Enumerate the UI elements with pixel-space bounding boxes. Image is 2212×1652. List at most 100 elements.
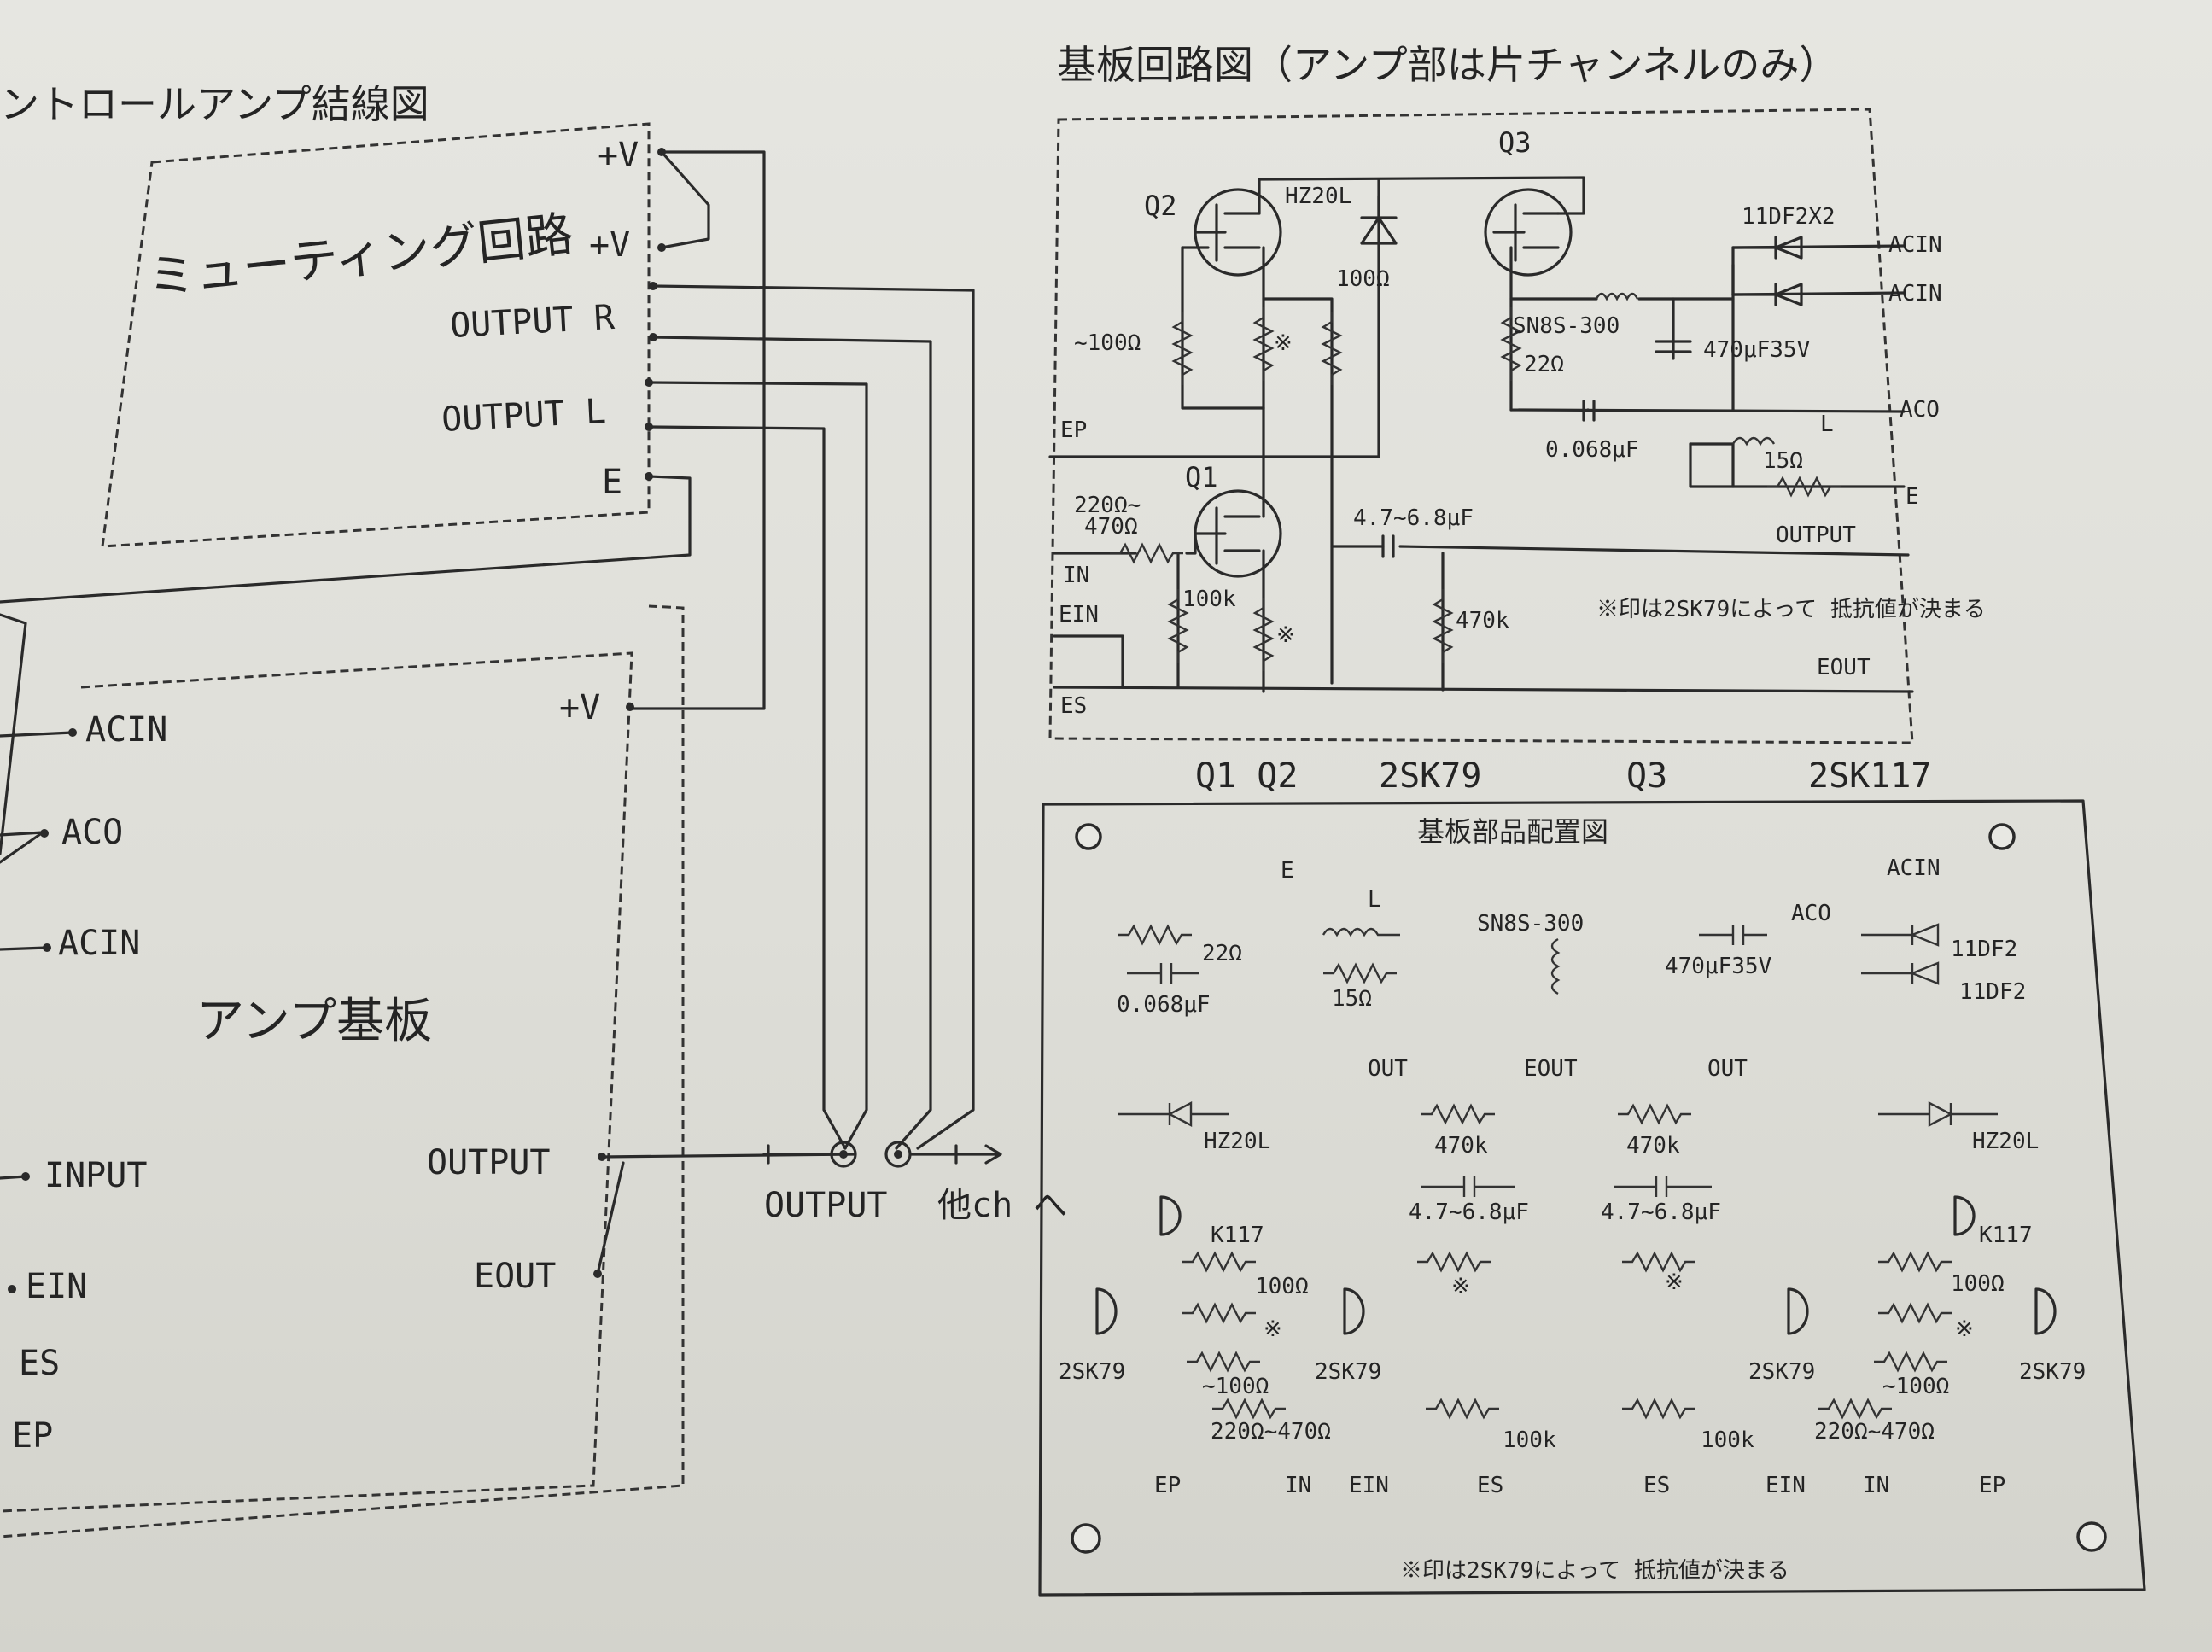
c-in: IN bbox=[1063, 563, 1089, 588]
layout-frame bbox=[1038, 799, 2146, 1597]
l-choke: SN8S-300 bbox=[1477, 911, 1584, 937]
c-r100k: 100k bbox=[1182, 587, 1236, 612]
wiring-e: E bbox=[602, 463, 622, 502]
l-note: ※印は2SK79によって 抵抗値が決まる bbox=[1400, 1558, 1789, 1584]
c-l: L bbox=[1820, 412, 1834, 437]
c-cap470: 470μF35V bbox=[1703, 337, 1810, 363]
l-ep-l: EP bbox=[1154, 1473, 1181, 1498]
parts-q3: Q3 bbox=[1626, 756, 1667, 796]
c-diode: 11DF2X2 bbox=[1742, 204, 1836, 230]
layout-board: 基板部品配置図 E 22Ω 0.068μF L 15Ω SN8S-300 470… bbox=[1038, 799, 2146, 1597]
l-cap-r: 4.7~6.8μF bbox=[1601, 1200, 1721, 1225]
l-r100b-l: ~100Ω bbox=[1202, 1374, 1269, 1399]
wiring-acin-2: ACIN bbox=[58, 924, 140, 963]
wiring-eout: EOUT bbox=[474, 1257, 556, 1296]
l-l: L bbox=[1368, 887, 1381, 913]
circuit-diagram: Q2 Q3 Q1 bbox=[1048, 108, 1986, 744]
wiring-title: ントロールアンプ結線図 bbox=[0, 81, 429, 127]
l-r100-r: 100Ω bbox=[1951, 1271, 2005, 1297]
q3-label: Q3 bbox=[1498, 126, 1532, 159]
c-ast-1: ※ bbox=[1274, 330, 1293, 356]
c-acin-2: ACIN bbox=[1888, 281, 1942, 306]
wiring-aco: ACO bbox=[61, 813, 123, 852]
l-es-r: ES bbox=[1643, 1473, 1670, 1498]
l-r100-l: 100Ω bbox=[1255, 1274, 1309, 1299]
c-ast-2: ※ bbox=[1276, 622, 1295, 648]
l-r100b-r: ~100Ω bbox=[1882, 1374, 1949, 1399]
c-r-in2: 470Ω bbox=[1084, 514, 1138, 540]
wiring-acin-1: ACIN bbox=[85, 710, 167, 750]
c-e: E bbox=[1906, 484, 1919, 510]
l-r100k-r: 100k bbox=[1701, 1427, 1754, 1453]
l-in-l: IN bbox=[1285, 1473, 1311, 1498]
l-e: E bbox=[1281, 858, 1294, 884]
c-r100-left: ~100Ω bbox=[1074, 330, 1141, 356]
l-cap470: 470μF35V bbox=[1665, 954, 1771, 979]
wiring-output: OUTPUT bbox=[427, 1143, 551, 1182]
wiring-diagram: ミューティング回路 +V +V OUTPUT R OUTPUT L E アンプ基… bbox=[0, 122, 1067, 1538]
l-out-r: OUT bbox=[1707, 1056, 1748, 1082]
parts-q3-type: 2SK117 bbox=[1808, 756, 1932, 796]
l-k117-r: K117 bbox=[1979, 1223, 2033, 1248]
c-acin-1: ACIN bbox=[1888, 232, 1942, 258]
l-sk79-4: 2SK79 bbox=[2019, 1359, 2086, 1385]
l-ast-2: ※ bbox=[1451, 1274, 1470, 1299]
l-diode1: 11DF2 bbox=[1951, 937, 2017, 962]
l-sk79-3: 2SK79 bbox=[1748, 1359, 1815, 1385]
l-ast-3: ※ bbox=[1665, 1270, 1684, 1295]
l-acin: ACIN bbox=[1887, 855, 1941, 881]
c-ein: EIN bbox=[1059, 602, 1099, 628]
layout-title: 基板部品配置図 bbox=[1417, 815, 1608, 848]
l-out-l: OUT bbox=[1368, 1056, 1408, 1082]
l-sk79-1: 2SK79 bbox=[1059, 1359, 1125, 1385]
l-aco: ACO bbox=[1791, 901, 1831, 926]
l-r470k-l: 470k bbox=[1434, 1133, 1488, 1159]
c-note: ※印は2SK79によって 抵抗値が決まる bbox=[1596, 597, 1986, 622]
circuit-title: 基板回路図（アンプ部は片チャンネルのみ） bbox=[1057, 42, 1838, 88]
l-hz20l-l: HZ20L bbox=[1204, 1129, 1270, 1154]
c-output: OUTPUT bbox=[1776, 522, 1856, 548]
wiring-input: INPUT bbox=[44, 1156, 147, 1195]
l-r22: 22Ω bbox=[1202, 941, 1242, 966]
wiring-vplus-1: +V bbox=[598, 136, 639, 175]
l-eout: EOUT bbox=[1524, 1056, 1578, 1082]
muting-box bbox=[101, 122, 651, 548]
c-cap-coupling: 4.7~6.8μF bbox=[1353, 505, 1474, 531]
q1-label: Q1 bbox=[1185, 461, 1218, 493]
c-r22: 22Ω bbox=[1524, 352, 1564, 377]
parts-q12-type: 2SK79 bbox=[1379, 756, 1481, 796]
c-r100-top: 100Ω bbox=[1336, 266, 1390, 292]
wiring-es: ES bbox=[19, 1344, 60, 1383]
l-c068: 0.068μF bbox=[1117, 992, 1211, 1018]
l-ast-1: ※ bbox=[1264, 1316, 1282, 1342]
c-cap068: 0.068μF bbox=[1545, 437, 1639, 463]
l-diode2: 11DF2 bbox=[1959, 979, 2026, 1005]
l-rin-l: 220Ω~470Ω bbox=[1211, 1419, 1331, 1445]
wiring-ep: EP bbox=[12, 1416, 53, 1456]
c-r-in: 220Ω~ bbox=[1074, 493, 1141, 518]
c-choke: SN8S-300 bbox=[1513, 313, 1620, 339]
l-r470k-r: 470k bbox=[1626, 1133, 1680, 1159]
l-k117-l: K117 bbox=[1211, 1223, 1264, 1248]
l-rin-r: 220Ω~470Ω bbox=[1814, 1419, 1935, 1445]
l-r100k-l: 100k bbox=[1503, 1427, 1556, 1453]
jack-other-label: 他ch へ bbox=[937, 1186, 1067, 1225]
wiring-vplus-3: +V bbox=[559, 688, 600, 727]
jack-output-label: OUTPUT bbox=[764, 1186, 888, 1225]
c-hz20l: HZ20L bbox=[1285, 184, 1351, 209]
l-in-r: IN bbox=[1863, 1473, 1889, 1498]
l-ein-l: EIN bbox=[1349, 1473, 1389, 1498]
c-r470k: 470k bbox=[1456, 608, 1509, 633]
wiring-vplus-2: +V bbox=[589, 225, 630, 265]
l-r15: 15Ω bbox=[1332, 986, 1372, 1012]
c-aco: ACO bbox=[1900, 397, 1940, 423]
l-ein-r: EIN bbox=[1766, 1473, 1806, 1498]
l-es-l: ES bbox=[1477, 1473, 1503, 1498]
l-sk79-2: 2SK79 bbox=[1315, 1359, 1381, 1385]
muting-box-label: ミューティング回路 bbox=[145, 207, 576, 306]
amp-board-label: アンプ基板 bbox=[196, 994, 432, 1049]
l-hz20l-r: HZ20L bbox=[1972, 1129, 2039, 1154]
circuit-frame bbox=[1048, 108, 1914, 744]
